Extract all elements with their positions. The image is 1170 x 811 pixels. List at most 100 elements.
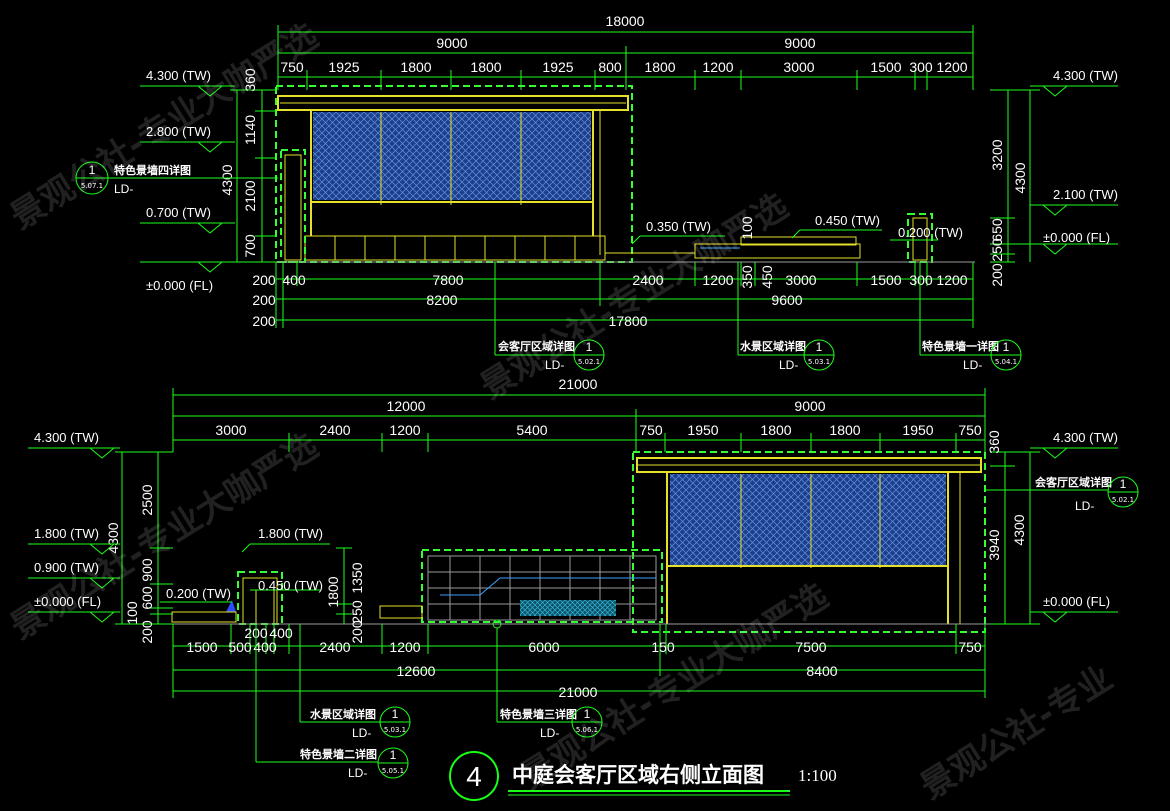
svg-text:9000: 9000: [794, 398, 825, 414]
svg-text:1200: 1200: [702, 272, 733, 288]
svg-text:4300: 4300: [1011, 514, 1027, 545]
svg-text:8400: 8400: [806, 663, 837, 679]
svg-text:4300: 4300: [1012, 162, 1028, 193]
svg-text:5.05.1: 5.05.1: [382, 767, 404, 775]
svg-text:3200: 3200: [989, 139, 1005, 170]
svg-text:4.300 (TW): 4.300 (TW): [146, 68, 211, 83]
svg-text:3940: 3940: [986, 529, 1002, 560]
svg-text:200: 200: [252, 272, 276, 288]
svg-text:5400: 5400: [516, 422, 547, 438]
svg-text:1: 1: [1003, 340, 1010, 354]
svg-text:150: 150: [651, 639, 675, 655]
svg-text:0.200 (TW): 0.200 (TW): [898, 225, 963, 240]
svg-text:2.800 (TW): 2.800 (TW): [146, 124, 211, 139]
svg-text:0.200 (TW): 0.200 (TW): [166, 586, 231, 601]
title-text: 中庭会客厅区域右侧立面图: [512, 763, 764, 787]
svg-text:360: 360: [986, 430, 1002, 454]
svg-text:1800: 1800: [470, 59, 501, 75]
svg-text:350: 350: [739, 265, 755, 289]
svg-text:12600: 12600: [397, 663, 436, 679]
watermark-5: 景观公社-专业: [914, 658, 1120, 808]
top-mid-levels: 0.350 (TW) 0.450 (TW) 0.200 (TW) 100: [631, 213, 963, 245]
svg-text:1500: 1500: [186, 639, 217, 655]
svg-text:5.07.1: 5.07.1: [81, 182, 103, 190]
top-total-width: 18000: [606, 13, 645, 29]
svg-text:0.900 (TW): 0.900 (TW): [34, 560, 99, 575]
svg-text:8200: 8200: [426, 292, 457, 308]
svg-text:特色景墙三详图: 特色景墙三详图: [500, 707, 577, 721]
svg-text:200: 200: [989, 263, 1005, 287]
svg-text:LD-: LD-: [352, 726, 371, 740]
callout-water-bottom: 水景区域详图 LD- 1 5.03.1: [299, 624, 411, 740]
svg-text:1.800 (TW): 1.800 (TW): [34, 526, 99, 541]
svg-text:750: 750: [639, 422, 663, 438]
svg-text:1: 1: [584, 707, 591, 721]
svg-text:LD-: LD-: [114, 182, 133, 196]
bottom-total-width: 21000: [559, 376, 598, 392]
svg-text:21000: 21000: [559, 684, 598, 700]
svg-text:5.02.1: 5.02.1: [578, 358, 600, 366]
svg-text:±0.000 (FL): ±0.000 (FL): [146, 278, 213, 293]
svg-text:200: 200: [252, 292, 276, 308]
top-half-left: 9000: [436, 35, 467, 51]
svg-text:1500: 1500: [870, 272, 901, 288]
bottom-small-wall: [165, 571, 990, 625]
svg-text:1800: 1800: [644, 59, 675, 75]
top-bottom-dimension-chains: [275, 262, 974, 328]
title-scale: 1:100: [798, 766, 837, 785]
svg-text:4300: 4300: [219, 164, 235, 195]
svg-text:LD-: LD-: [540, 726, 559, 740]
bottom-elevation: 21000 12000 9000 3000 2400 1200 5400 750…: [28, 376, 1139, 780]
svg-text:特色景墙二详图: 特色景墙二详图: [300, 747, 377, 761]
svg-text:12000: 12000: [387, 398, 426, 414]
svg-text:500: 500: [228, 639, 252, 655]
top-elevation: 18000 9000 9000 750 1925 1800 1800 1925 …: [75, 13, 1118, 372]
svg-text:2400: 2400: [632, 272, 663, 288]
top-pavilion: [275, 85, 633, 263]
svg-text:5.03.1: 5.03.1: [384, 726, 406, 734]
svg-text:LD-: LD-: [1075, 499, 1094, 513]
callout-lounge-bottom: 会客厅区域详图 LD- 1 5.02.1: [985, 475, 1139, 513]
svg-text:1: 1: [390, 748, 397, 762]
top-bottom-row1-dims: 200 400 7800 2400 1200 350 450 3000 1500…: [252, 265, 967, 289]
bottom-left-vertical-dims: 2500 900 600 100 200 4300 4.300 (TW) 1.8…: [28, 430, 173, 644]
top-right-vertical-dims: 3200 650 250 200 4300 4.300 (TW) 2.100 (…: [989, 68, 1118, 287]
svg-text:650: 650: [989, 218, 1005, 242]
svg-text:750: 750: [958, 422, 982, 438]
svg-text:250: 250: [989, 238, 1005, 262]
bottom-segment-dims: 3000 2400 1200 5400 750 1950 1800 1800 1…: [215, 422, 981, 438]
svg-text:700: 700: [242, 234, 258, 258]
svg-text:2100: 2100: [242, 180, 258, 211]
svg-text:1200: 1200: [702, 59, 733, 75]
svg-text:9600: 9600: [771, 292, 802, 308]
svg-text:水景区域详图: 水景区域详图: [310, 707, 376, 721]
svg-text:1: 1: [392, 707, 399, 721]
svg-text:0.350 (TW): 0.350 (TW): [646, 219, 711, 234]
svg-text:1: 1: [816, 340, 823, 354]
svg-text:1925: 1925: [542, 59, 573, 75]
drawing-title: 4 中庭会客厅区域右侧立面图 1:100: [449, 751, 837, 801]
svg-text:900: 900: [139, 558, 155, 582]
svg-text:0.450 (TW): 0.450 (TW): [258, 578, 323, 593]
svg-text:±0.000 (FL): ±0.000 (FL): [1043, 594, 1110, 609]
svg-text:LD-: LD-: [963, 358, 982, 372]
svg-text:4.300 (TW): 4.300 (TW): [1053, 430, 1118, 445]
svg-text:1800: 1800: [400, 59, 431, 75]
svg-text:4.300 (TW): 4.300 (TW): [34, 430, 99, 445]
svg-text:会客厅区域详图: 会客厅区域详图: [1035, 475, 1112, 489]
top-dimension-chains: [277, 25, 974, 90]
svg-text:LD-: LD-: [545, 358, 564, 372]
svg-text:3000: 3000: [785, 272, 816, 288]
svg-text:100: 100: [124, 601, 140, 625]
callout-wall-2: 特色景墙二详图 LD- 1 5.05.1: [255, 624, 409, 780]
svg-text:1: 1: [89, 163, 96, 177]
svg-text:LD-: LD-: [348, 766, 367, 780]
svg-text:1: 1: [586, 340, 593, 354]
top-segment-dims: 750 1925 1800 1800 1925 800 1800 1200 30…: [280, 59, 967, 75]
svg-text:400: 400: [282, 272, 306, 288]
svg-text:600: 600: [139, 586, 155, 610]
svg-text:1950: 1950: [687, 422, 718, 438]
svg-text:250: 250: [349, 600, 365, 624]
svg-text:LD-: LD-: [779, 358, 798, 372]
callout-water-top: 水景区域详图 LD- 1 5.03.1: [737, 262, 835, 372]
